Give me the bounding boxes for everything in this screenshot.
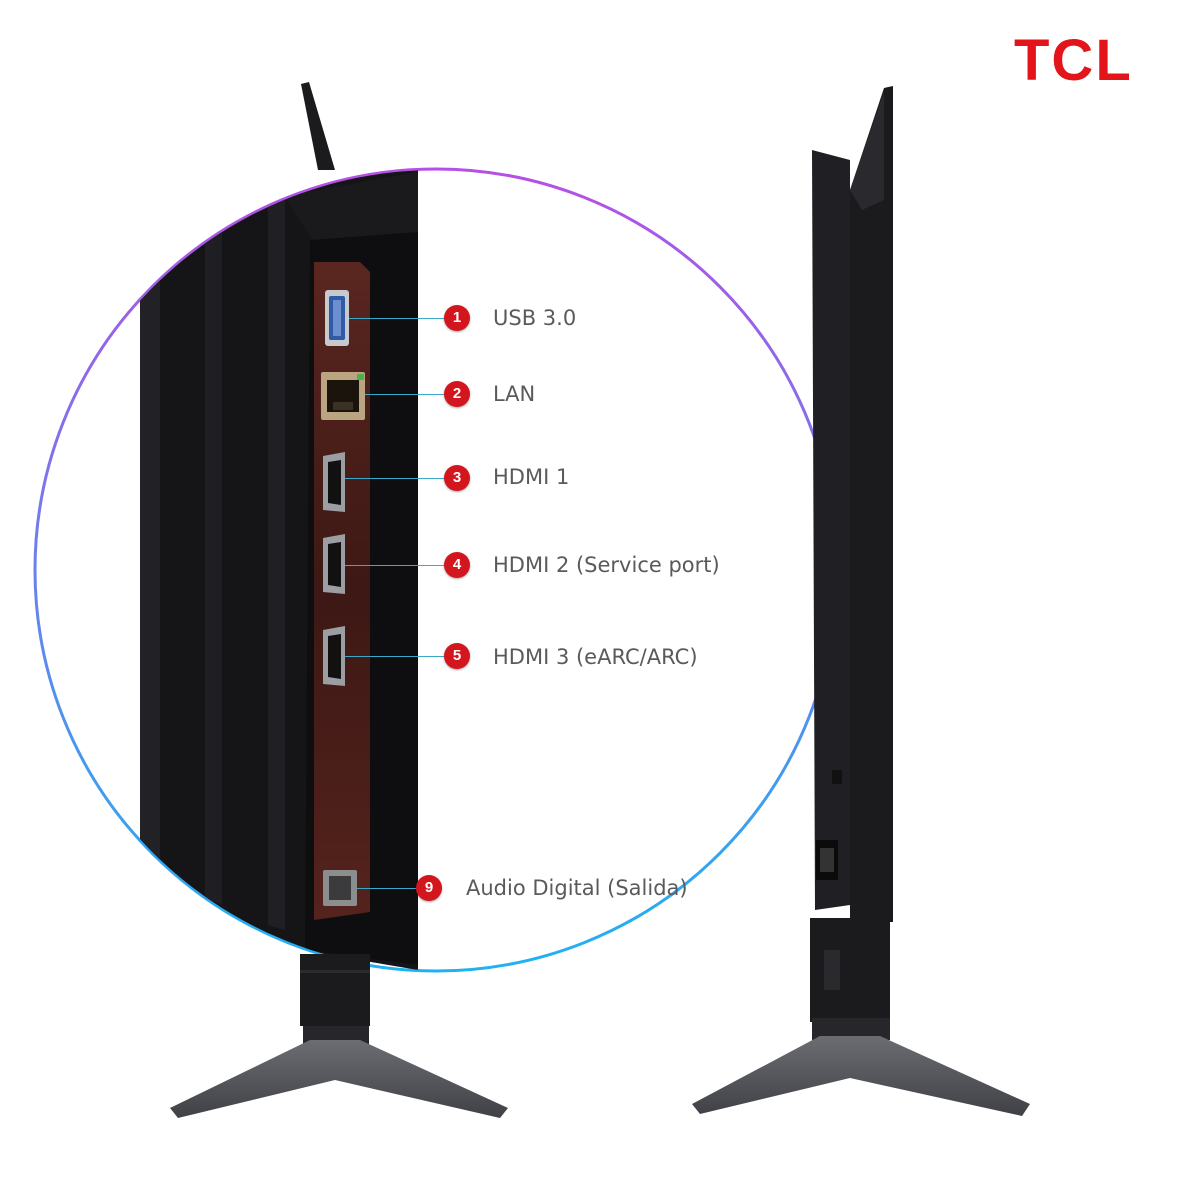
port-label-hdmi-3: HDMI 3 (eARC/ARC)	[493, 645, 698, 669]
lan-port-icon	[321, 372, 365, 420]
port-label-lan: LAN	[493, 382, 536, 406]
port-number-badge: 9	[416, 875, 442, 901]
optical-audio-port-icon	[323, 870, 357, 906]
right-tv-profile	[812, 86, 893, 922]
port-number-badge: 1	[444, 305, 470, 331]
left-tv-body	[140, 170, 418, 970]
port-number-badge: 2	[444, 381, 470, 407]
usb-port-icon	[325, 290, 349, 346]
left-tv-stand	[170, 954, 508, 1118]
port-label-hdmi-1: HDMI 1	[493, 465, 570, 489]
hdmi-port-icon	[323, 452, 345, 512]
leader-line	[345, 656, 447, 657]
leader-line	[345, 565, 447, 566]
right-tv-stand	[692, 918, 1030, 1116]
leader-line	[345, 478, 447, 479]
port-number-badge: 3	[444, 465, 470, 491]
port-label-audio-digital: Audio Digital (Salida)	[466, 876, 688, 900]
port-number-badge: 4	[444, 552, 470, 578]
leader-line	[365, 394, 447, 395]
leader-line	[357, 888, 417, 889]
left-tv-top-edge	[301, 82, 335, 170]
tcl-logo: TCL	[1014, 28, 1133, 93]
port-label-hdmi-2: HDMI 2 (Service port)	[493, 553, 720, 577]
leader-line	[349, 318, 447, 319]
port-label-usb: USB 3.0	[493, 306, 577, 330]
port-number-badge: 5	[444, 643, 470, 669]
hdmi-port-icon	[323, 626, 345, 686]
hdmi-port-icon	[323, 534, 345, 594]
